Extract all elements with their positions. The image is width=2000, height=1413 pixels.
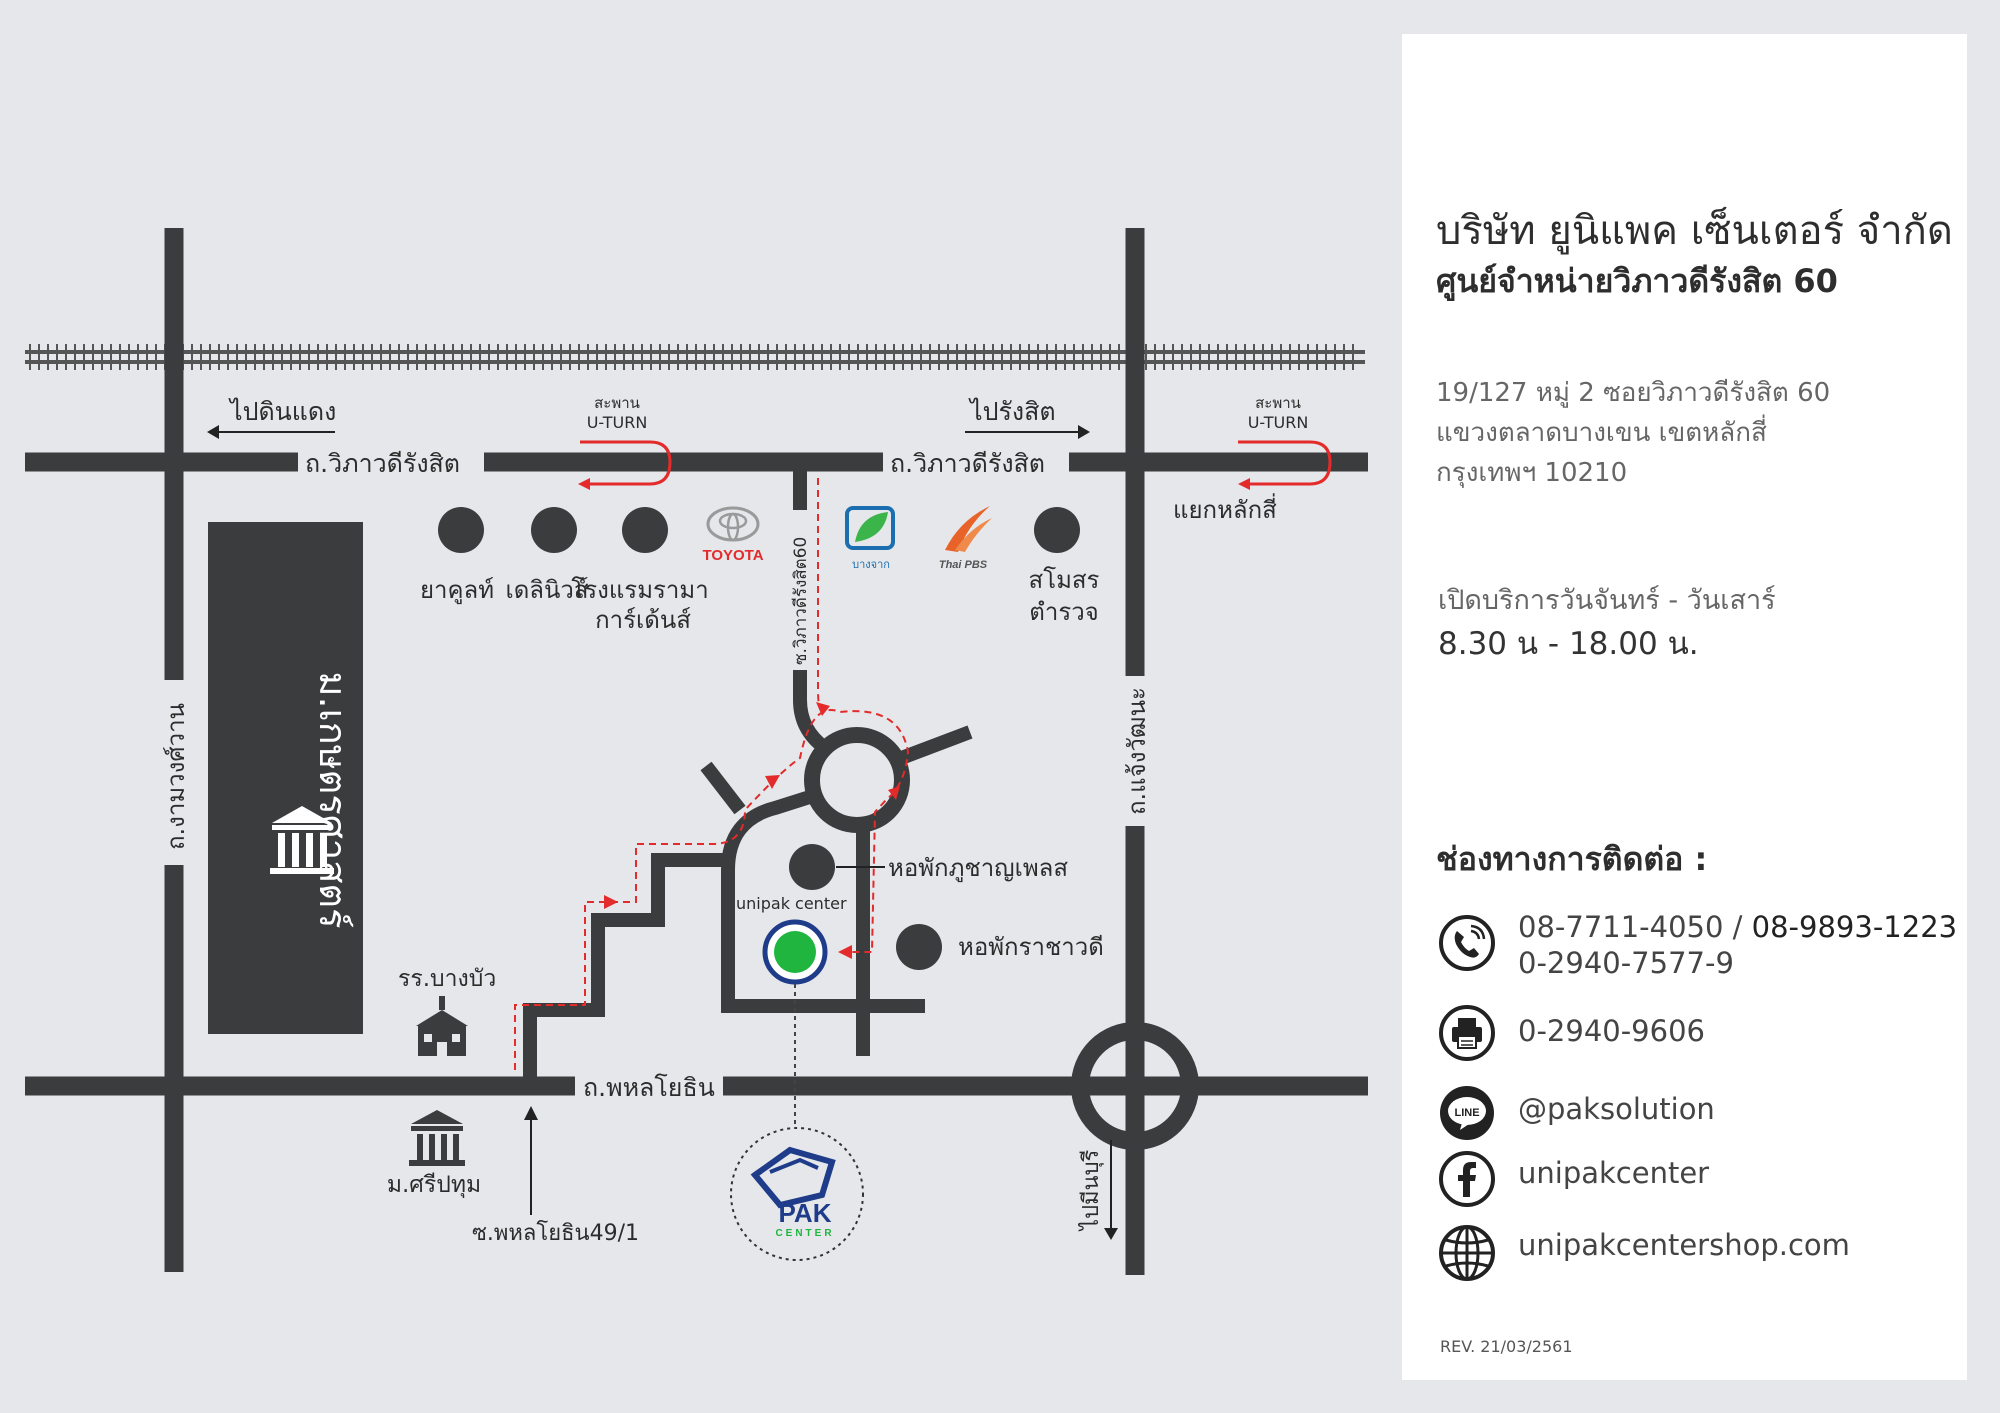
direction-to-rangsit: ไปรังสิต [965, 397, 1090, 439]
globe-icon [1439, 1225, 1495, 1281]
school-icon [416, 996, 468, 1056]
dorm-phuchan-marker [789, 844, 835, 890]
phone-number-1[interactable]: 08-7711-4050 / 08-9893-1223 [1518, 910, 1957, 944]
dorm-phuchan-label: หอพักภูชาญเพลส [888, 854, 1068, 883]
phone-icon [1439, 915, 1495, 971]
landmark-rama-gardens-label-2: การ์เด้นส์ [595, 606, 691, 634]
unipak-logo-icon: PAK CENTER [730, 1127, 864, 1261]
landmark-rama-gardens-label: โรงแรมรามา [571, 576, 708, 604]
facebook-icon [1439, 1151, 1495, 1207]
kasetsart-university: ม.เกษตรศาสตร์ [208, 522, 363, 1034]
lak-si-junction-label: แยกหลักสี่ [1173, 493, 1277, 524]
arrow-up-icon [524, 1106, 538, 1120]
fax-number[interactable]: 0-2940-9606 [1518, 1014, 1705, 1048]
printer-icon [1439, 1005, 1495, 1061]
branch-name: ศูนย์จำหน่ายวิภาวดีรังสิต 60 [1436, 262, 1838, 300]
uturn-arrow-icon [1238, 478, 1250, 490]
landmark-yakult-label: ยาคูลท์ [420, 576, 494, 605]
road-label-viphavadi-right: ถ.วิภาวดีรังสิต [890, 449, 1045, 478]
svg-text:สะพาน: สะพาน [1255, 394, 1301, 412]
road-label-ngam-wong-wan: ถ.งามวงศ์วาน [162, 703, 190, 850]
facebook-page[interactable]: unipakcenter [1518, 1156, 1710, 1190]
landmark-yakult-marker [438, 507, 484, 553]
phone-number-3[interactable]: 0-2940-7577-9 [1518, 946, 1734, 980]
svg-text:Thai PBS: Thai PBS [939, 559, 988, 571]
uturn-arrow-icon [578, 478, 590, 490]
police-club-label-2: ตำรวจ [1029, 598, 1099, 626]
location-map: ถ.วิภาวดีรังสิต ถ.วิภาวดีรังสิต ถ.พหลโยธ… [25, 228, 1368, 1275]
road-label-viphavadi-left: ถ.วิภาวดีรังสิต [305, 449, 460, 478]
phone-separator: / [1732, 910, 1743, 944]
school-label: รร.บางบัว [398, 966, 496, 992]
line-id[interactable]: @paksolution [1518, 1092, 1715, 1126]
svg-text:ไปดินแดง: ไปดินแดง [228, 397, 336, 426]
route-arrow-icon [888, 786, 900, 800]
route-arrow-icon [838, 945, 852, 959]
dorm-rachawadee-marker [896, 924, 942, 970]
road-label-soi-60: ซ.วิภาวดีรังสิต60 [791, 537, 811, 665]
address-line-2: แขวงตลาดบางเขน เขตหลักสี่ [1436, 418, 1767, 448]
svg-text:ม.เกษตรศาสตร์: ม.เกษตรศาสตร์ [311, 671, 355, 928]
company-name: บริษัท ยูนิแพค เซ็นเตอร์ จำกัด [1436, 208, 1953, 254]
svg-text:บางจาก: บางจาก [852, 558, 890, 571]
line-icon: LINE [1440, 1086, 1494, 1140]
toyota-logo-icon: TOYOTA [702, 506, 764, 564]
railway-track [25, 344, 1365, 370]
address-line-3: กรุงเทพฯ 10210 [1436, 458, 1628, 488]
unipak-center-label: unipak center [736, 894, 847, 913]
university-icon [409, 1110, 465, 1166]
svg-text:ไปรังสิต: ไปรังสิต [968, 397, 1056, 426]
route-arrow-icon [765, 775, 780, 789]
svg-text:สะพาน: สะพาน [594, 394, 640, 412]
arrow-left-icon [207, 425, 219, 439]
svg-text:CENTER: CENTER [775, 1228, 834, 1239]
police-club-label: สโมสร [1029, 566, 1100, 594]
dorm-rachawadee-label: หอพักราชาวดี [958, 933, 1104, 961]
info-panel: บริษัท ยูนิแพค เซ็นเตอร์ จำกัด ศูนย์จำหน… [1402, 34, 1967, 1380]
arrow-right-icon [1078, 425, 1090, 439]
sripatum-label: ม.ศรีปทุม [387, 1172, 481, 1198]
phone-2[interactable]: 08-9893-1223 [1751, 910, 1958, 944]
landmark-rama-gardens-marker [622, 507, 668, 553]
uturn-bridge-2: สะพาน U-TURN [1238, 394, 1332, 490]
revision-label: REV. 21/03/2561 [1440, 1337, 1573, 1356]
bangchak-logo-icon: บางจาก [845, 506, 895, 571]
svg-text:ไปมีนบุรี: ไปมีนบุรี [1078, 1149, 1104, 1232]
direction-to-din-daeng: ไปดินแดง [207, 397, 336, 439]
svg-text:LINE: LINE [1454, 1107, 1479, 1119]
address-line-1: 19/127 หมู่ 2 ซอยวิภาวดีรังสิต 60 [1436, 378, 1831, 408]
svg-text:U-TURN: U-TURN [1248, 413, 1309, 432]
hours-time: 8.30 น - 18.00 น. [1438, 626, 1699, 662]
contact-heading: ช่องทางการติดต่อ : [1436, 840, 1708, 878]
svg-text:PAK: PAK [779, 1198, 832, 1228]
landmark-police-club-marker [1034, 507, 1080, 553]
svg-text:U-TURN: U-TURN [587, 413, 648, 432]
thaipbs-logo-icon: Thai PBS [939, 506, 992, 571]
hours-days: เปิดบริการวันจันทร์ - วันเสาร์ [1438, 585, 1776, 616]
university-icon [270, 806, 334, 874]
route-arrow-icon [816, 702, 830, 716]
landmark-dailynews-label: เดลินิวส์ [505, 576, 588, 604]
direction-to-min-buri: ไปมีนบุรี [1078, 1140, 1118, 1240]
svg-text:ซ.พหลโยธิน49/1: ซ.พหลโยธิน49/1 [472, 1220, 639, 1246]
arrow-down-icon [1104, 1228, 1118, 1240]
road-label-phahonyothin: ถ.พหลโยธิน [583, 1073, 715, 1102]
uturn-bridge-1: สะพาน U-TURN [578, 394, 672, 490]
route-arrow-icon [604, 895, 618, 909]
landmark-dailynews-marker [531, 507, 577, 553]
website-link[interactable]: unipakcentershop.com [1518, 1228, 1850, 1262]
soi-phahonyothin-entry: ซ.พหลโยธิน49/1 [472, 1106, 639, 1246]
svg-text:TOYOTA: TOYOTA [702, 547, 763, 564]
road-label-chaeng-watthana: ถ.แจ้งวัฒนะ [1123, 687, 1151, 815]
phone-1[interactable]: 08-7711-4050 [1518, 910, 1724, 944]
